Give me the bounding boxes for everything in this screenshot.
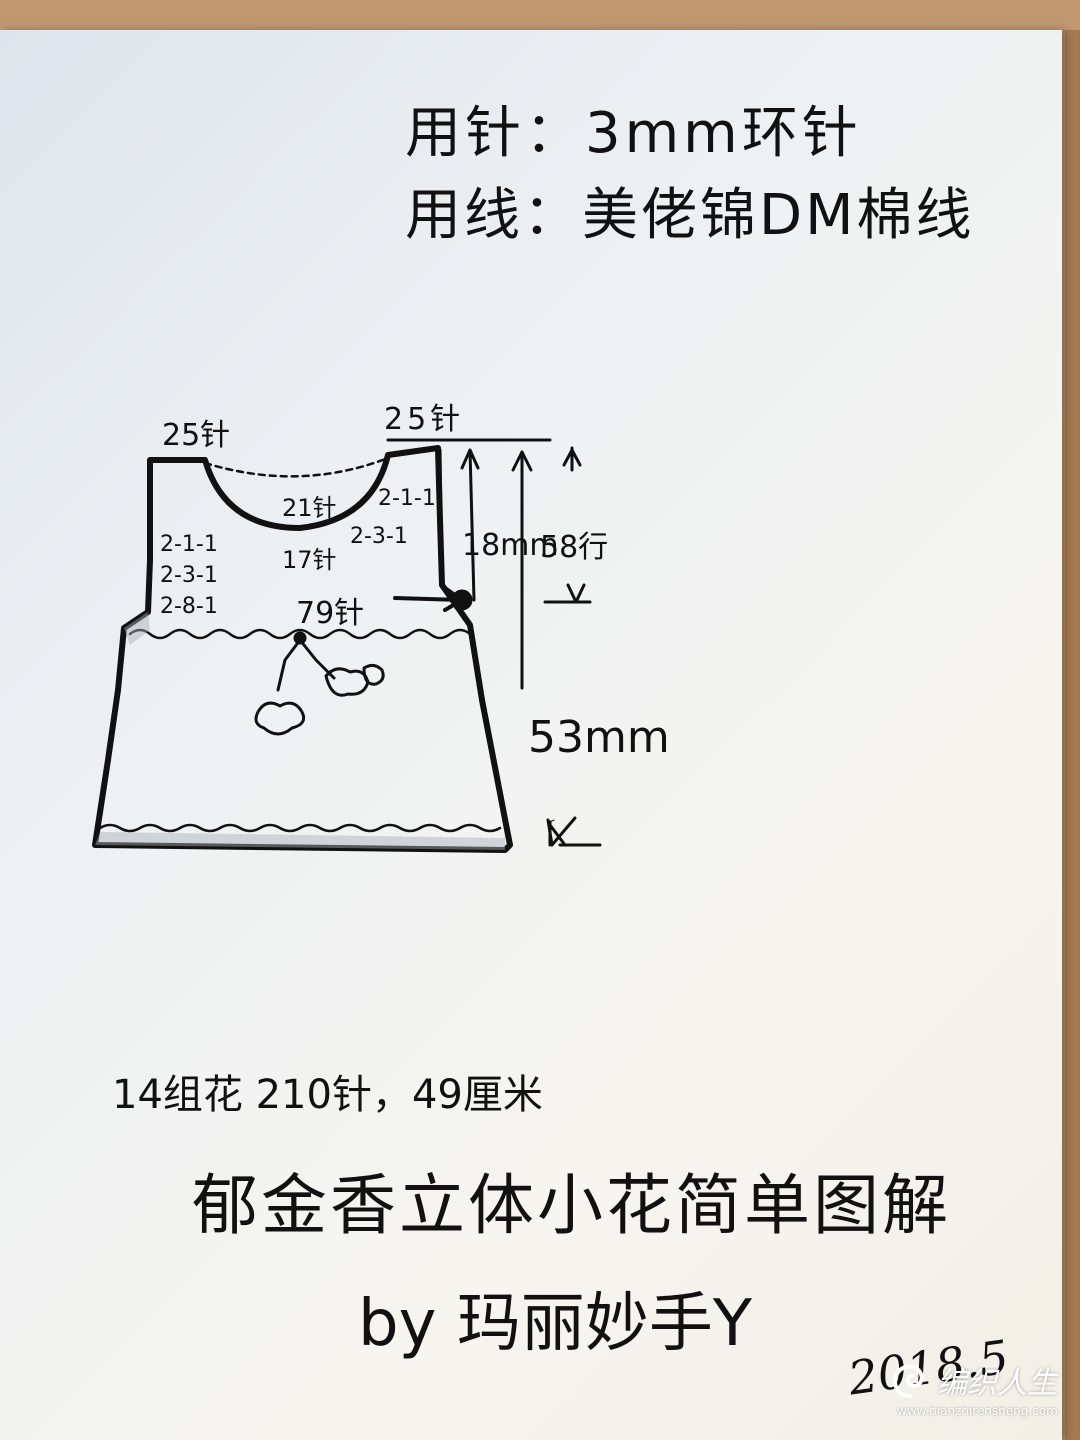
left-shoulder-label: 25针 bbox=[162, 418, 231, 453]
watermark-url: www.bianzhirensheng.com bbox=[897, 1404, 1058, 1418]
watermark-name: 编织人生 bbox=[937, 1366, 1057, 1401]
neck-stitch-label: 17针 bbox=[282, 546, 337, 574]
pattern-author: by 玛丽妙手Y bbox=[358, 1287, 752, 1361]
total-height-arrow-down bbox=[546, 816, 577, 847]
armhole-dec-1-label: 2-1-1 bbox=[160, 532, 218, 557]
yarn-spec: 用线：美佬锦DM棉线 bbox=[405, 183, 975, 248]
total-height-arrow-up bbox=[511, 450, 533, 690]
paper-sheet bbox=[0, 30, 1062, 1440]
spiral-logo-icon bbox=[893, 1364, 924, 1398]
armhole-dec-3-label: 2-8-1 bbox=[160, 594, 218, 619]
neckline-dashed bbox=[203, 456, 390, 478]
flower-sketch bbox=[254, 638, 385, 736]
yoke-wavy-line bbox=[128, 628, 472, 640]
rows-arrow bbox=[543, 446, 592, 604]
needle-spec: 用针：3mm环针 bbox=[405, 101, 862, 166]
armhole-dec-2-label: 2-3-1 bbox=[160, 563, 218, 588]
neck-dec-1-label: 2-1-1 bbox=[378, 486, 436, 511]
yoke-height-arrow bbox=[460, 448, 480, 602]
total-height-label: 53mm bbox=[528, 712, 670, 763]
neck-dec-2-label: 2-3-1 bbox=[350, 524, 408, 549]
hem-wavy-line bbox=[98, 823, 502, 833]
right-shoulder-label: 25针 bbox=[384, 402, 465, 437]
hem-label: 14组花 210针，49厘米 bbox=[112, 1072, 543, 1118]
yoke-height-label: 18mm bbox=[462, 528, 559, 563]
pattern-title: 郁金香立体小花简单图解 bbox=[192, 1167, 951, 1244]
rows-label: 58行 bbox=[540, 530, 609, 565]
yoke-stitch-label: 79针 bbox=[296, 596, 365, 631]
neck-bottom-label: 21针 bbox=[282, 494, 337, 522]
body-outline bbox=[92, 445, 513, 853]
site-watermark: 编织人生 www.bianzhirensheng.com bbox=[887, 1356, 1062, 1426]
